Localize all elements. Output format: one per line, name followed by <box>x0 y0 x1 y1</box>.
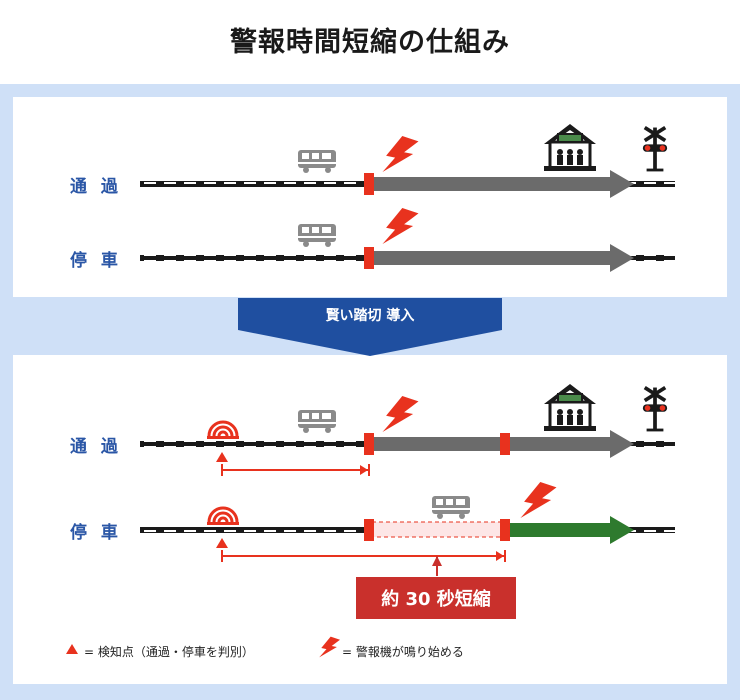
alarm-point-top-stop <box>364 247 374 269</box>
station-icon <box>542 122 598 172</box>
train-icon <box>298 150 336 173</box>
alarm-point-bottom-pass <box>364 433 374 455</box>
banner-label: 賢い踏切 導入 <box>325 308 415 324</box>
alarm-point-bottom-stop <box>500 519 510 541</box>
detection-point-icon <box>216 538 228 548</box>
warning-arrow-top-pass <box>372 177 612 191</box>
alarm-point-bottom-pass-2 <box>500 433 510 455</box>
train-icon <box>432 496 470 519</box>
warning-arrowhead-bottom-stop <box>610 516 634 544</box>
legend-detection-icon <box>66 644 78 654</box>
legend-alarm: = 警報機が鳴り始める <box>342 645 464 659</box>
row-label-stop: 停 車 <box>70 251 122 271</box>
warning-arrowhead-bottom-pass <box>610 430 634 458</box>
crossing-icon <box>641 125 669 174</box>
crossing-icon <box>641 385 669 434</box>
alarm-point-top-pass <box>364 173 374 195</box>
legend-bolt-icon <box>319 636 340 658</box>
sensor-icon <box>205 506 241 526</box>
alarm-point-bottom-stop-old <box>364 519 374 541</box>
row-label-stop: 停 車 <box>70 523 122 543</box>
warning-arrow-bottom-pass <box>372 437 612 451</box>
alarm-bolt-icon <box>520 482 557 518</box>
warning-arrow-top-stop <box>372 251 612 265</box>
station-icon <box>542 382 598 432</box>
row-label-pass: 通 過 <box>70 177 122 197</box>
warning-arrow-bottom-stop <box>510 523 612 537</box>
banner-arrow <box>238 298 502 356</box>
alarm-bolt-icon <box>382 396 419 432</box>
warning-arrowhead-top-stop <box>610 244 634 272</box>
page-title: 警報時間短縮の仕組み <box>230 27 510 58</box>
span-arrowhead <box>360 465 368 475</box>
callout-shortened: 約 30 秒短縮 <box>356 577 516 619</box>
callout-pointer-head <box>432 556 442 566</box>
row-label-pass: 通 過 <box>70 437 122 457</box>
train-icon <box>298 224 336 247</box>
warning-arrowhead-top-pass <box>610 170 634 198</box>
alarm-bolt-icon <box>382 136 419 172</box>
span-arrowhead <box>496 551 504 561</box>
sensor-icon <box>205 420 241 440</box>
legend-detection: = 検知点（通過・停車を判別） <box>84 645 254 659</box>
train-icon <box>298 410 336 433</box>
detection-point-icon <box>216 452 228 462</box>
shortened-interval <box>371 521 503 538</box>
alarm-bolt-icon <box>382 208 419 244</box>
